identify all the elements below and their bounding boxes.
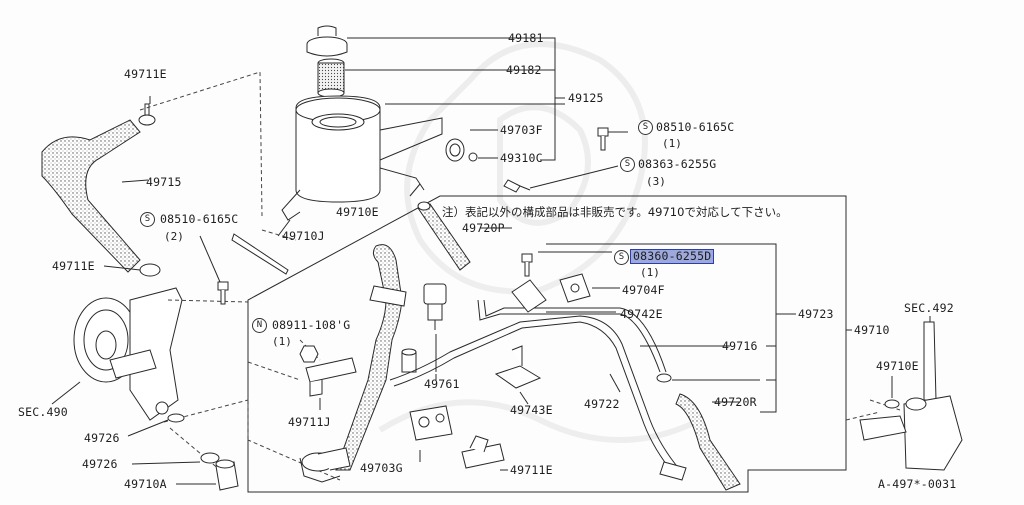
- label-49710: 49710: [854, 323, 890, 337]
- clamp-icon-a: [138, 103, 156, 126]
- label-49711E-lower: 49711E: [510, 463, 553, 477]
- label-49761: 49761: [424, 377, 460, 391]
- label-49181: 49181: [508, 31, 544, 45]
- bolt-icon-2: [503, 165, 619, 193]
- hose-end: [301, 447, 351, 472]
- fitting-end: [659, 461, 687, 481]
- label-49711J: 49711J: [288, 415, 331, 429]
- pressure-switch: [423, 283, 447, 330]
- label-49715: 49715: [146, 175, 182, 189]
- label-sec490: SEC.490: [18, 405, 68, 419]
- label-49711E-upper: 49711E: [124, 67, 167, 81]
- label-49310C: 49310C: [500, 151, 543, 165]
- bracket-49742E: [511, 279, 547, 313]
- strainer: [317, 58, 345, 98]
- label-49710E-upper: 49710E: [336, 205, 379, 219]
- pipe-49722: [389, 315, 681, 471]
- label-49720P: 49720P: [462, 221, 505, 235]
- label-49704F: 49704F: [622, 283, 665, 297]
- label-49726-lower: 49726: [82, 457, 118, 471]
- fitting-small: [401, 348, 417, 373]
- label-49743E: 49743E: [510, 403, 553, 417]
- fastener-badge-n: N: [252, 318, 267, 333]
- hose-return: [335, 244, 403, 471]
- fastener-qty: (1): [640, 266, 660, 279]
- label-49722: 49722: [584, 397, 620, 411]
- label-49711E-left: 49711E: [52, 259, 95, 273]
- fastener-qty: (2): [164, 230, 184, 243]
- assembly-outline: [247, 195, 847, 493]
- pump-body: [73, 287, 183, 421]
- fastener-badge-s: S: [620, 157, 635, 172]
- bracket-49743E: [494, 345, 542, 389]
- clamp-icon-c: [461, 435, 505, 469]
- grommet: [445, 138, 478, 162]
- clamp-icon-b: [139, 263, 161, 277]
- label-49720R: 49720R: [714, 395, 757, 409]
- fastener-badge-s: S: [614, 250, 629, 265]
- fastener-part-08911-108G: 08911-108'G: [272, 318, 351, 332]
- fastener-badge-s: S: [140, 212, 155, 227]
- fitting-49710A: [215, 459, 239, 491]
- clamp-icon-d: [656, 373, 672, 383]
- bolt-icon-4: [521, 253, 533, 277]
- label-49703G: 49703G: [360, 461, 403, 475]
- label-49742E: 49742E: [620, 307, 663, 321]
- pipe-49716: [477, 299, 661, 373]
- fastener-part-08510-6165C: 08510-6165C: [160, 212, 239, 226]
- tie-strap: [231, 233, 289, 275]
- diagram-code: A-497*-0031: [878, 477, 957, 491]
- steering-gear: [859, 321, 963, 471]
- reservoir-tank: [281, 95, 443, 221]
- bracket-49711J: [305, 357, 357, 397]
- label-49710E-right: 49710E: [876, 359, 919, 373]
- fastener-part-08363-6255G: 08363-6255G: [638, 157, 717, 171]
- fastener-qty: (1): [272, 335, 292, 348]
- bolt-icon-3: [217, 281, 229, 305]
- label-sec492: SEC.492: [904, 301, 954, 315]
- note-text: 注）表記以外の構成部品は非販売です。49710で対応して下さい。: [442, 205, 788, 219]
- hose-49720R: [675, 393, 741, 491]
- label-49710J: 49710J: [282, 229, 325, 243]
- clamp-icon-e: [884, 399, 900, 409]
- label-49182: 49182: [506, 63, 542, 77]
- oring-icon: [167, 413, 220, 464]
- fastener-part-08360-6255D-highlighted[interactable]: 08360-6255D: [630, 249, 715, 264]
- reservoir-cap: [306, 25, 348, 57]
- label-49726-upper: 49726: [84, 431, 120, 445]
- label-49710A: 49710A: [124, 477, 167, 491]
- label-49703F: 49703F: [500, 123, 543, 137]
- fastener-part-08510-6165C: 08510-6165C: [656, 120, 735, 134]
- label-49723: 49723: [798, 307, 834, 321]
- fastener-badge-s: S: [638, 120, 653, 135]
- clip-49704F: [559, 273, 591, 303]
- hose-49715: [41, 119, 141, 273]
- fastener-qty: (1): [662, 137, 682, 150]
- clamp-49703G: [409, 405, 453, 441]
- label-49716: 49716: [722, 339, 758, 353]
- label-49125: 49125: [568, 91, 604, 105]
- bolt-icon-1: [597, 127, 628, 151]
- nut-icon: [299, 345, 319, 363]
- fastener-qty: (3): [646, 175, 666, 188]
